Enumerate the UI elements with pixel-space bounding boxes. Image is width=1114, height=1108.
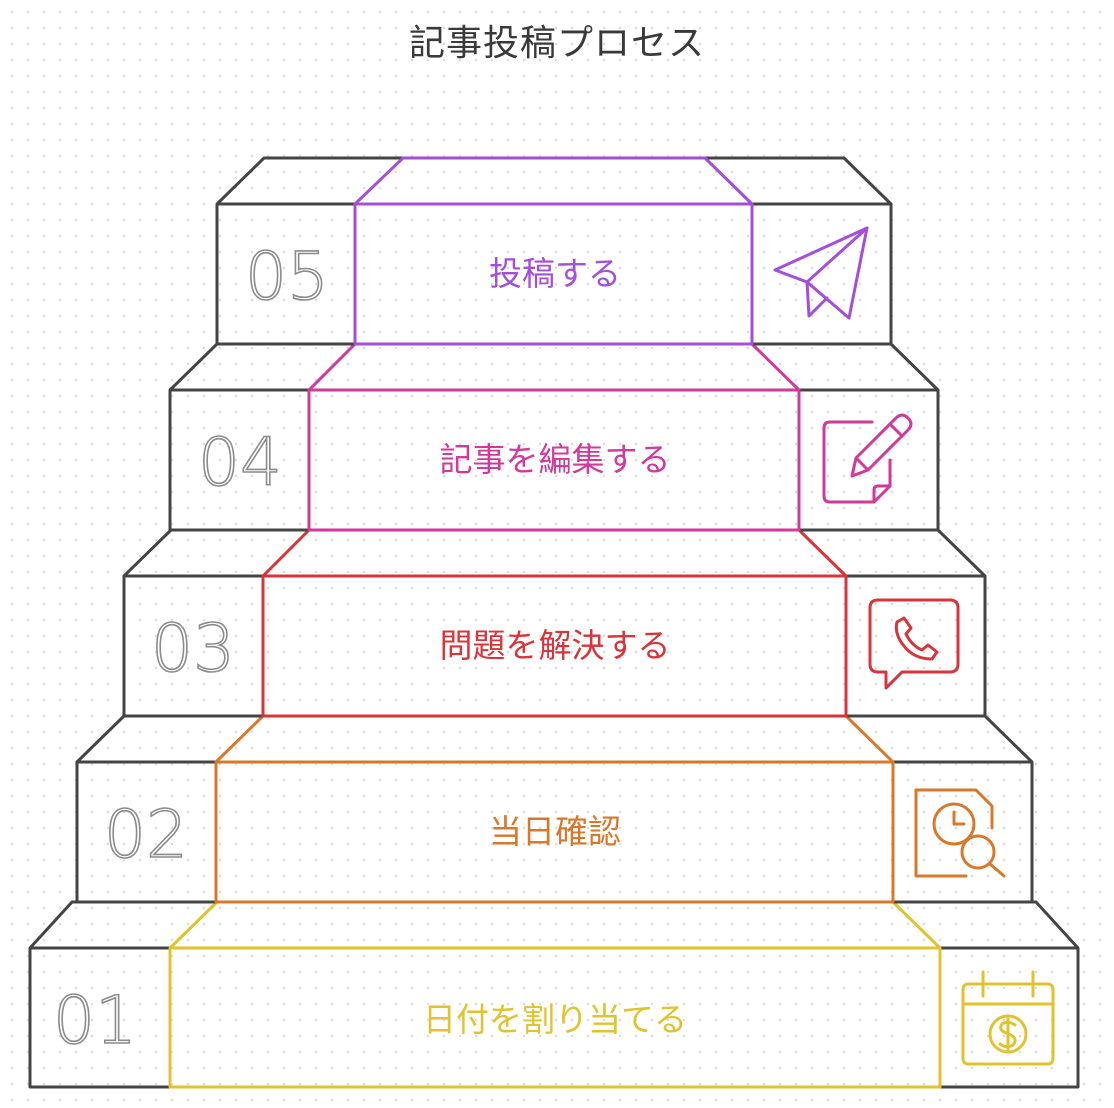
edit-pencil-icon: [822, 413, 913, 504]
step-05: 05 投稿する: [215, 156, 893, 346]
step-number: 03: [151, 610, 235, 687]
step-outline: [122, 528, 987, 718]
step-accent: [214, 714, 895, 904]
step-04: 04 記事を編集する: [168, 342, 940, 532]
paper-plane-icon: [773, 226, 869, 320]
page-title: 記事投稿プロセス: [408, 23, 705, 64]
step-accent: [168, 900, 942, 1089]
clock-search-document-icon: [914, 788, 1006, 878]
step-number: 01: [53, 982, 137, 1059]
step-number: 05: [245, 238, 329, 315]
step-accent: [353, 156, 754, 346]
step-outline: [75, 714, 1034, 904]
step-accent: [261, 528, 848, 718]
step-number: 02: [104, 796, 188, 873]
step-03: 03 問題を解決する: [122, 528, 987, 718]
step-01: 01 日付を割り当てる: [28, 900, 1080, 1089]
step-accent: [307, 342, 801, 532]
step-label: 当日確認: [489, 812, 621, 851]
step-label: 日付を割り当てる: [423, 1000, 687, 1039]
step-02: 02 当日確認: [75, 714, 1034, 904]
step-label: 問題を解決する: [440, 626, 671, 665]
calendar-dollar-icon: [961, 970, 1055, 1066]
step-label: 投稿する: [489, 254, 621, 293]
phone-chat-icon: [868, 598, 960, 690]
step-label: 記事を編集する: [440, 440, 671, 479]
step-number: 04: [198, 424, 282, 501]
